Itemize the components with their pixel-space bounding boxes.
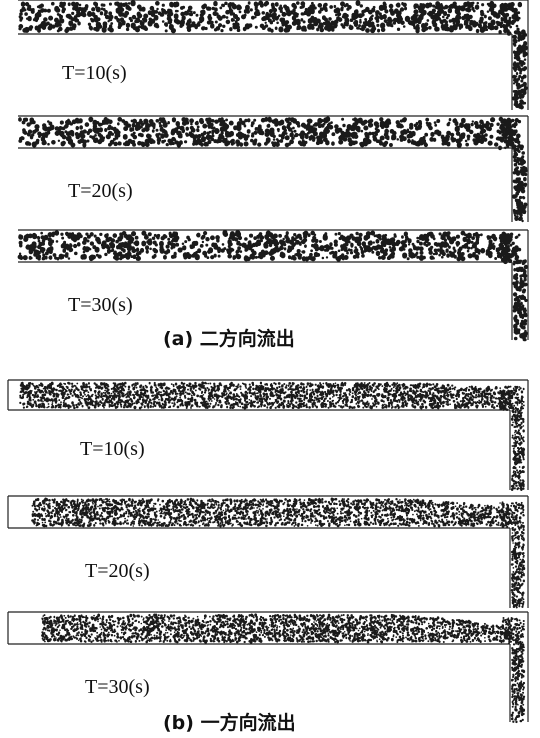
panel-b2-particles	[31, 497, 526, 609]
panel-a1-particles	[18, 0, 528, 110]
panel-a3-particles	[17, 229, 529, 342]
time-label-a2: T=20(s)	[68, 180, 133, 202]
time-label-b3: T=30(s)	[85, 676, 150, 698]
panel-b3-particles	[41, 613, 526, 724]
time-label-b1: T=10(s)	[80, 438, 145, 460]
panel-a2-particles	[18, 116, 528, 223]
caption-a: (a) 二方向流出	[163, 328, 295, 350]
time-label-b2: T=20(s)	[85, 560, 150, 582]
wall-layer	[7, 0, 529, 722]
caption-b: (b) 一方向流出	[163, 712, 296, 734]
panel-b1-particles	[19, 381, 526, 492]
time-label-a3: T=30(s)	[68, 294, 133, 316]
time-label-a1: T=10(s)	[62, 62, 127, 84]
particle-layer	[17, 0, 529, 724]
